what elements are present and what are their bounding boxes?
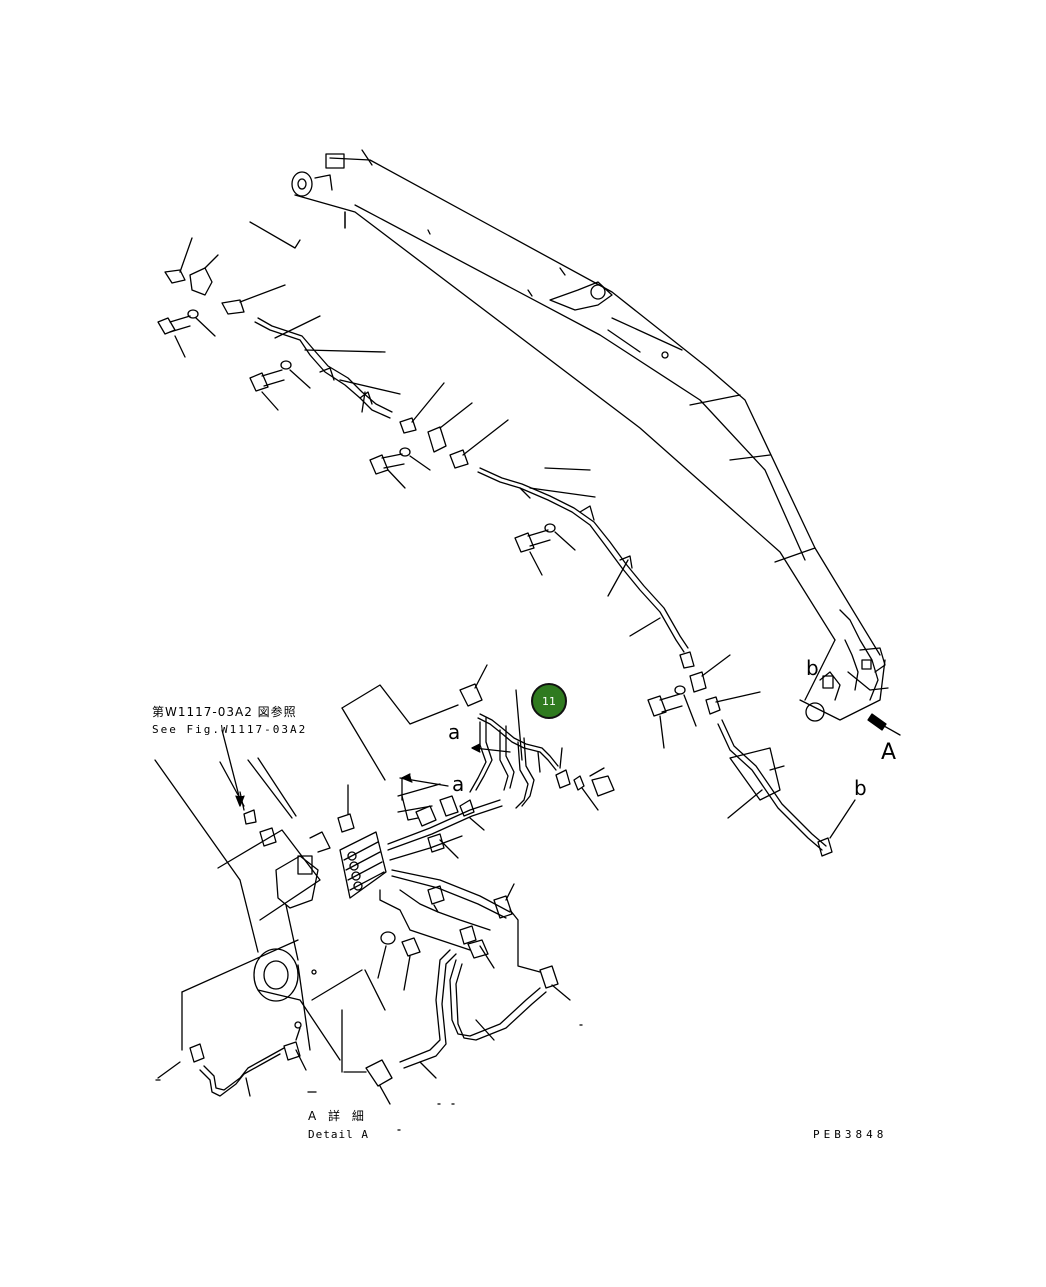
part-number-badge[interactable]: 11 [531,683,567,719]
callout-b-boom: b [806,656,819,680]
callout-a-upper: a [448,720,461,744]
callout-a-lower: a [452,772,465,796]
upper-pipe-run [157,237,856,857]
drawing-number: PEB3848 [813,1128,888,1141]
detail-a-caption-en: Detail A [308,1128,369,1141]
view-a-label: A [881,740,897,765]
reference-fig-en: See Fig.W1117-03A2 [152,723,308,736]
boom-outline [249,149,901,736]
reference-fig-jp: 第W1117-03A2 図参照 [152,705,297,719]
detail-a-caption-jp: A 詳 細 [308,1109,368,1123]
callout-b-pipe: b [854,776,867,800]
part-number-label: 11 [542,694,556,708]
detail-a-assembly [154,664,615,1131]
